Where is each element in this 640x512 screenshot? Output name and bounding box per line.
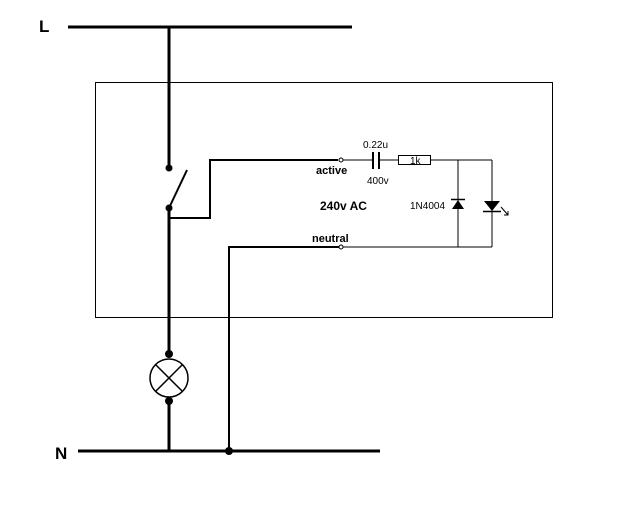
line-rail-label: L	[39, 17, 49, 36]
neutral-terminal	[338, 244, 344, 250]
resistor-symbol	[398, 155, 431, 165]
resistor-value-label: 1k	[410, 156, 422, 167]
neutral-rail-label: N	[55, 444, 67, 463]
capacitor-symbol	[372, 152, 380, 169]
switch-top-contact	[165, 164, 173, 172]
neutral-wire	[228, 246, 339, 451]
lamp-top-contact	[165, 350, 173, 358]
neutral-label: neutral	[312, 233, 349, 245]
supply-label: 240v AC	[320, 199, 367, 213]
switch-enclosure	[95, 82, 553, 318]
switch-blade	[168, 169, 188, 209]
active-label: active	[316, 165, 347, 177]
diode-part-label: 1N4004	[410, 201, 445, 212]
led-symbol	[483, 201, 509, 216]
lamp-icon	[149, 358, 189, 398]
active-terminal	[338, 157, 344, 163]
active-wire	[169, 159, 338, 219]
diode-symbol	[451, 198, 465, 209]
capacitor-value-label: 0.22u	[363, 140, 388, 151]
neutral-junction	[225, 447, 233, 455]
capacitor-voltage-label: 400v	[367, 176, 389, 187]
